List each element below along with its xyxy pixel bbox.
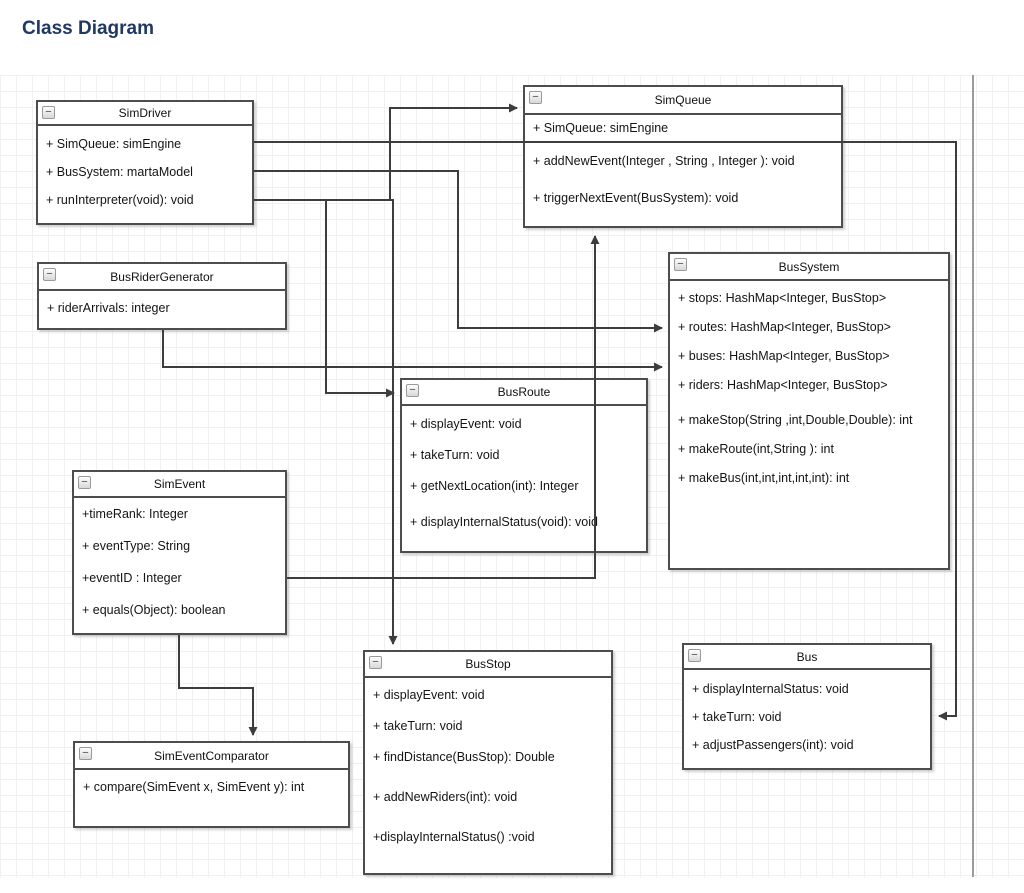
member: + riderArrivals: integer	[47, 301, 170, 315]
class-box-simevent[interactable]: − SimEvent +timeRank: Integer + eventTyp…	[72, 470, 287, 635]
member: + stops: HashMap<Integer, BusStop>	[678, 291, 887, 305]
member: + displayInternalStatus: void	[692, 682, 849, 696]
class-header: − SimEventComparator	[75, 743, 348, 770]
class-header: − BusRiderGenerator	[39, 264, 285, 291]
class-name: SimEventComparator	[154, 748, 269, 763]
member: + displayInternalStatus(void): void	[410, 515, 598, 529]
collapse-icon[interactable]: −	[369, 656, 382, 669]
edge-simdriver-to-simqueue[interactable]	[389, 103, 518, 200]
class-name: SimEvent	[153, 477, 206, 491]
collapse-icon[interactable]: −	[688, 649, 701, 662]
member: + adjustPassengers(int): void	[692, 738, 854, 752]
member: +displayInternalStatus() :void	[373, 830, 535, 844]
member: + buses: HashMap<Integer, BusStop>	[678, 349, 890, 363]
class-header: − BusRoute	[402, 380, 646, 406]
class-box-simqueue[interactable]: − SimQueue + SimQueue: simEngine + addNe…	[523, 85, 843, 228]
collapse-icon[interactable]: −	[43, 268, 56, 281]
page-title: Class Diagram	[22, 18, 155, 39]
class-box-busstop[interactable]: − BusStop + displayEvent: void + takeTur…	[363, 650, 613, 875]
class-name: SimQueue	[654, 93, 712, 107]
edge-busridergenerator-to-bussystem[interactable]	[162, 330, 663, 372]
member: + makeStop(String ,int,Double,Double): i…	[678, 413, 913, 427]
edge-simevent-to-simeventcomparator[interactable]	[178, 635, 258, 736]
edge-simdriver-to-busstop[interactable]	[254, 199, 398, 645]
member: + takeTurn: void	[410, 448, 500, 462]
member: + takeTurn: void	[692, 710, 782, 724]
member: + findDistance(BusStop): Double	[373, 750, 555, 764]
edge-simdriver-to-busroute[interactable]	[325, 200, 395, 398]
class-box-busridergenerator[interactable]: − BusRiderGenerator + riderArrivals: int…	[37, 262, 287, 330]
edge-simdriver-to-bussystem[interactable]	[254, 170, 663, 333]
class-header: − SimQueue	[525, 87, 841, 115]
edge-simevent-to-simqueue[interactable]	[287, 235, 600, 579]
member: + displayEvent: void	[373, 688, 485, 702]
class-box-busroute[interactable]: − BusRoute + displayEvent: void + takeTu…	[400, 378, 648, 553]
member: + equals(Object): boolean	[82, 603, 226, 617]
member: + takeTurn: void	[373, 719, 463, 733]
method: + addNewEvent(Integer , String , Integer…	[533, 154, 795, 168]
class-header: − BusStop	[365, 652, 611, 678]
attribute: + SimQueue: simEngine	[533, 121, 669, 135]
class-box-bussystem[interactable]: − BusSystem + stops: HashMap<Integer, Bu…	[668, 252, 950, 570]
class-name: Bus	[796, 649, 818, 664]
class-box-bus[interactable]: − Bus + displayInternalStatus: void + ta…	[682, 643, 932, 770]
member: + eventType: String	[82, 539, 191, 553]
collapse-icon[interactable]: −	[79, 747, 92, 760]
member: + getNextLocation(int): Integer	[410, 479, 579, 493]
class-header: − Bus	[684, 645, 930, 670]
member: +eventID : Integer	[82, 571, 182, 585]
collapse-icon[interactable]: −	[78, 476, 91, 489]
class-box-simdriver[interactable]: − SimDriver + SimQueue: simEngine + BusS…	[36, 100, 254, 225]
method: + triggerNextEvent(BusSystem): void	[533, 191, 739, 205]
class-name: BusRiderGenerator	[110, 269, 214, 284]
member: + BusSystem: martaModel	[46, 165, 193, 179]
collapse-icon[interactable]: −	[674, 258, 687, 271]
member: + makeBus(int,int,int,int,int): int	[678, 471, 850, 485]
class-header: − SimEvent	[74, 472, 285, 498]
member: + compare(SimEvent x, SimEvent y): int	[83, 780, 305, 794]
member: + SimQueue: simEngine	[46, 137, 182, 151]
class-name: BusRoute	[497, 385, 551, 399]
member: + addNewRiders(int): void	[373, 790, 518, 804]
class-name: BusSystem	[778, 259, 840, 274]
member: + displayEvent: void	[410, 417, 522, 431]
collapse-icon[interactable]: −	[42, 106, 55, 119]
member: +timeRank: Integer	[82, 507, 188, 521]
member: + routes: HashMap<Integer, BusStop>	[678, 320, 891, 334]
member: + runInterpreter(void): void	[46, 193, 194, 207]
class-name: BusStop	[465, 657, 511, 671]
class-header: − SimDriver	[38, 102, 252, 126]
collapse-icon[interactable]: −	[529, 91, 542, 104]
collapse-icon[interactable]: −	[406, 384, 419, 397]
edge-simdriver-to-bus[interactable]	[254, 141, 957, 721]
class-name: SimDriver	[118, 106, 172, 120]
page-border-line	[972, 75, 974, 877]
member: + makeRoute(int,String ): int	[678, 442, 834, 456]
class-header: − BusSystem	[670, 254, 948, 281]
class-box-simeventcomparator[interactable]: − SimEventComparator + compare(SimEvent …	[73, 741, 350, 828]
member: + riders: HashMap<Integer, BusStop>	[678, 378, 888, 392]
